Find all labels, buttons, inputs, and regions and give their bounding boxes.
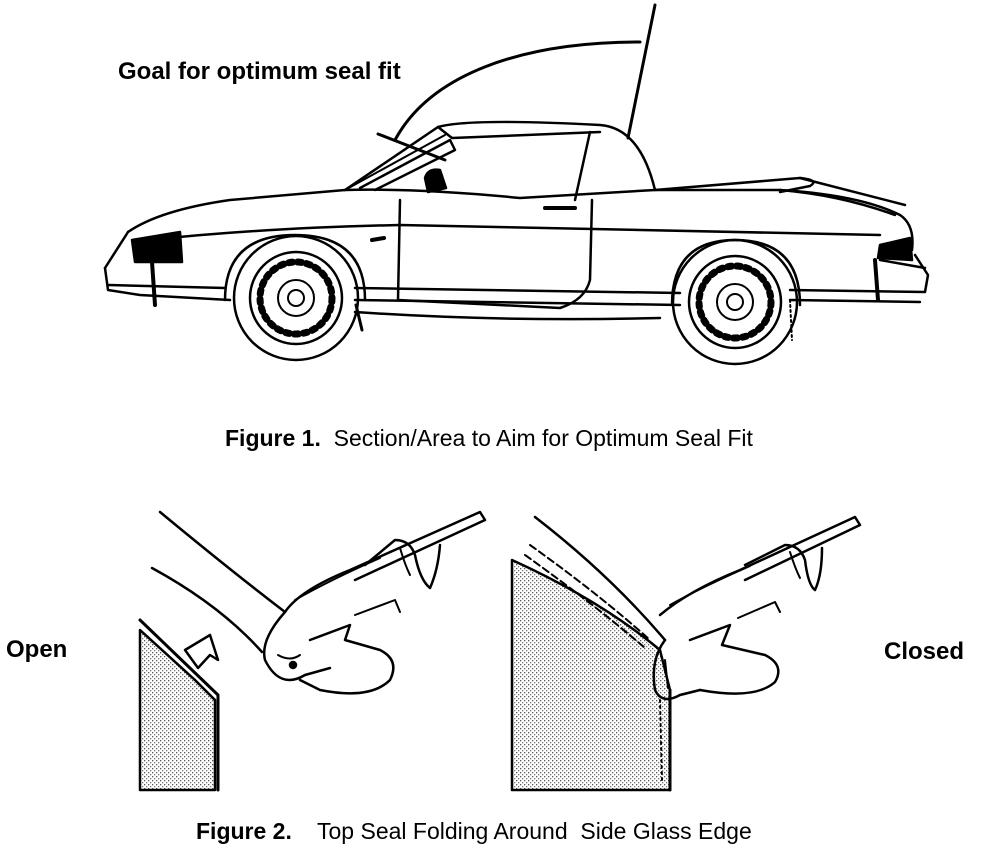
seal-lip-closed [652,638,702,701]
seal-fit-annotation: Goal for optimum seal fit [118,58,401,85]
seal-lip-open [262,610,332,682]
leader-line [626,3,657,140]
figure-1-caption: Figure 1. Section/Area to Aim for Optimu… [225,425,753,452]
side-glass-closed [510,558,672,792]
front-wheel [232,234,360,362]
open-label: Open [6,636,68,663]
rear-wheel [671,238,799,366]
figure-2-caption-text: Top Seal Folding Around Side Glass Edge [317,818,752,844]
side-mirror [423,168,448,194]
open-seal-illustration [138,510,487,792]
push-arrow [183,633,220,670]
figure-2-caption: Figure 2. Top Seal Folding Around Side G… [196,818,752,845]
leader-arc [393,40,642,142]
figure-1-caption-text: Section/Area to Aim for Optimum Seal Fit [333,425,753,451]
closed-label: Closed [884,638,965,665]
tail-light [876,236,914,262]
side-glass-open [138,628,217,792]
door [396,198,594,310]
figure-2-caption-label: Figure 2. [196,818,292,844]
car-body [126,188,914,252]
closed-seal-illustration [510,515,862,792]
car-illustration [103,3,930,366]
leader-pointer [376,132,447,162]
windshield [344,134,446,191]
headlight [130,230,184,264]
figure-1-caption-label: Figure 1. [225,425,321,451]
